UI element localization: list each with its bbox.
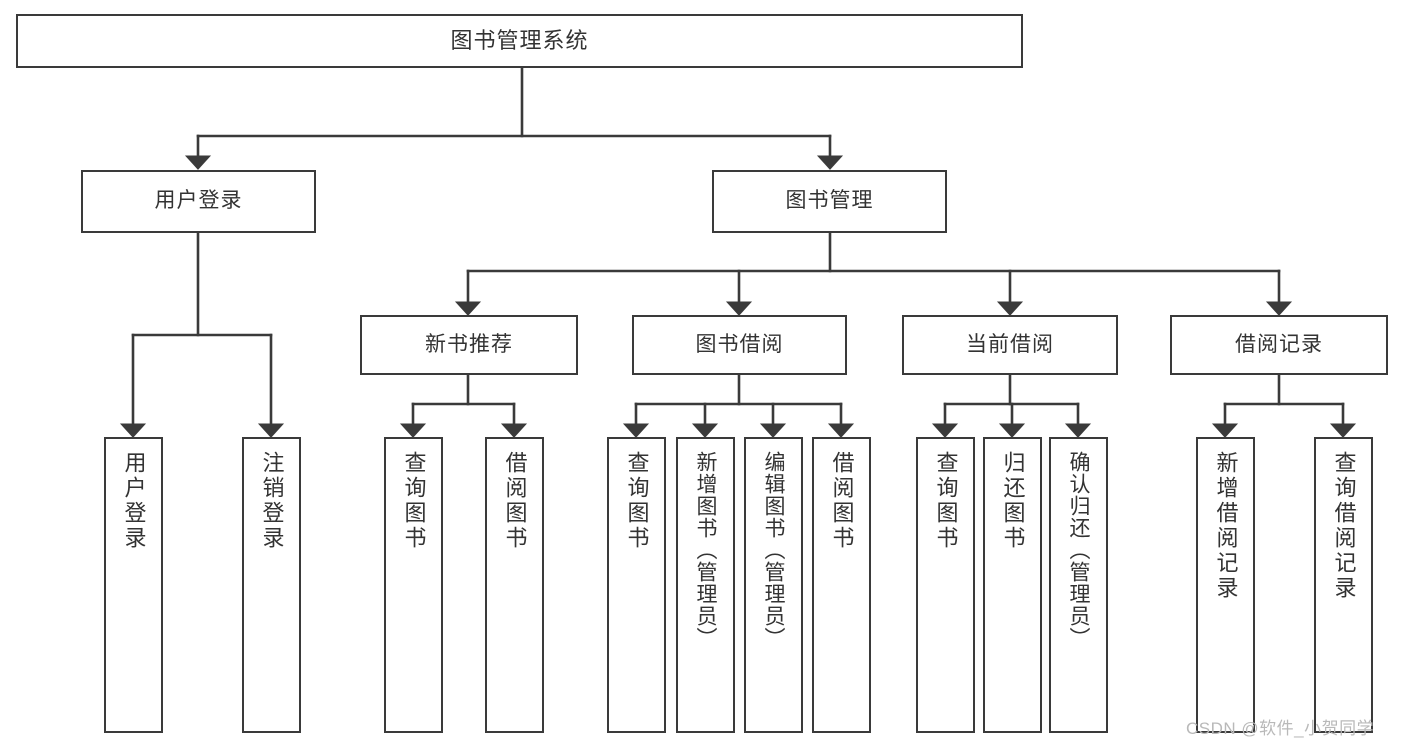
leaf-logout-login[interactable]: 注销登录 xyxy=(242,437,301,733)
leaf-query-borrow-record[interactable]: 查询借阅记录 xyxy=(1314,437,1373,733)
node-label: 查询借阅记录 xyxy=(1331,451,1357,601)
leaf-query-book-current[interactable]: 查询图书 xyxy=(916,437,975,733)
node-root-book-management-system[interactable]: 图书管理系统 xyxy=(16,14,1023,68)
node-label: 查询图书 xyxy=(401,451,427,551)
node-user-login[interactable]: 用户登录 xyxy=(81,170,316,233)
node-label: 查询图书 xyxy=(624,451,650,551)
node-label: 新增借阅记录 xyxy=(1213,451,1239,601)
leaf-query-book-recommend[interactable]: 查询图书 xyxy=(384,437,443,733)
leaf-user-login[interactable]: 用户登录 xyxy=(104,437,163,733)
node-label: 图书管理 xyxy=(785,189,874,213)
node-label: 注销登录 xyxy=(259,451,285,551)
node-label: 新书推荐 xyxy=(425,332,513,356)
node-label: 用户登录 xyxy=(121,451,147,551)
node-label: 图书借阅 xyxy=(695,332,784,356)
leaf-confirm-return-admin[interactable]: 确认归还（管理员） xyxy=(1049,437,1108,733)
node-label: 借阅图书 xyxy=(829,451,855,551)
node-borrow-record[interactable]: 借阅记录 xyxy=(1170,315,1388,375)
leaf-query-book-borrow[interactable]: 查询图书 xyxy=(607,437,666,733)
node-label: 当前借阅 xyxy=(966,332,1054,356)
node-label: 确认归还（管理员） xyxy=(1067,451,1090,649)
node-label: 编辑图书（管理员） xyxy=(762,451,785,649)
leaf-return-book[interactable]: 归还图书 xyxy=(983,437,1042,733)
node-label: 查询图书 xyxy=(933,451,959,551)
node-label: 用户登录 xyxy=(154,189,243,213)
leaf-add-borrow-record[interactable]: 新增借阅记录 xyxy=(1196,437,1255,733)
node-label: 归还图书 xyxy=(1000,451,1026,551)
leaf-borrow-book-recommend[interactable]: 借阅图书 xyxy=(485,437,544,733)
node-book-management[interactable]: 图书管理 xyxy=(712,170,947,233)
leaf-edit-book-admin[interactable]: 编辑图书（管理员） xyxy=(744,437,803,733)
node-label: 图书管理系统 xyxy=(450,28,589,54)
leaf-borrow-book[interactable]: 借阅图书 xyxy=(812,437,871,733)
node-label: 新增图书（管理员） xyxy=(694,451,717,649)
node-label: 借阅记录 xyxy=(1235,332,1323,356)
node-current-borrow[interactable]: 当前借阅 xyxy=(902,315,1118,375)
leaf-add-book-admin[interactable]: 新增图书（管理员） xyxy=(676,437,735,733)
node-book-borrow[interactable]: 图书借阅 xyxy=(632,315,847,375)
node-label: 借阅图书 xyxy=(502,451,528,551)
node-new-book-recommend[interactable]: 新书推荐 xyxy=(360,315,578,375)
csdn-watermark: CSDN @软件_小贺同学 xyxy=(1186,719,1375,738)
